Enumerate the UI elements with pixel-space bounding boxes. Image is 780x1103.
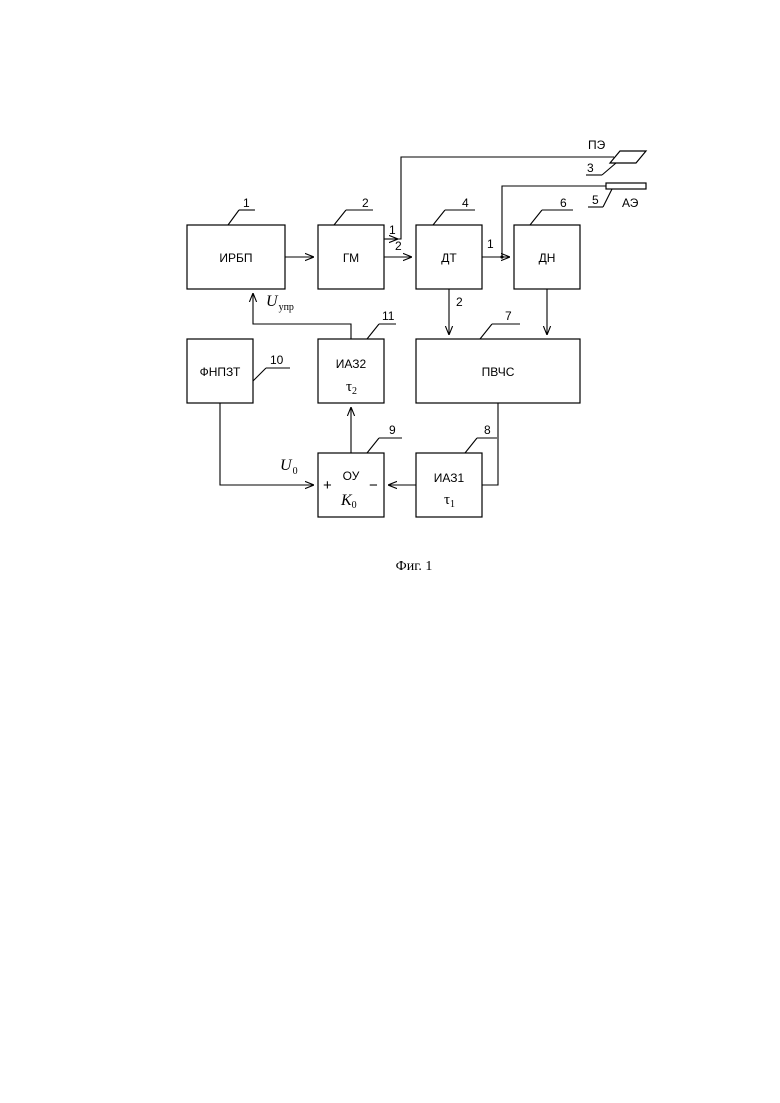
block-dn-label: ДН — [539, 251, 556, 265]
block-iaz2: ИАЗ2 τ2 11 — [318, 309, 396, 403]
wire-pvchs-to-iaz1 — [482, 403, 498, 485]
electrode-pe-label: ПЭ — [588, 138, 606, 152]
block-pvchs-label: ПВЧС — [482, 365, 515, 379]
junction-dot — [500, 255, 503, 258]
block-gm-label: ГМ — [343, 251, 359, 265]
gm-port-1-label: 1 — [389, 223, 396, 237]
gm-port-2-label: 2 — [395, 239, 402, 253]
block-pvchs: ПВЧС 7 — [416, 309, 580, 403]
block-ou-number: 9 — [389, 423, 396, 437]
block-pvchs-number: 7 — [505, 309, 512, 323]
dt-port-2-label: 2 — [456, 295, 463, 309]
block-iaz1: ИАЗ1 τ1 8 — [416, 423, 497, 517]
block-dt-number: 4 — [462, 196, 469, 210]
block-iaz1-label: ИАЗ1 — [434, 471, 465, 485]
block-irbp-label: ИРБП — [219, 251, 252, 265]
ou-minus-input: − — [369, 477, 378, 494]
dt-port-1-label: 1 — [487, 237, 494, 251]
block-iaz1-number: 8 — [484, 423, 491, 437]
block-dt-label: ДТ — [441, 251, 457, 265]
block-irbp: ИРБП 1 — [187, 196, 285, 289]
signal-u-0: U0 — [280, 457, 298, 477]
block-dt: ДТ 4 — [416, 196, 482, 289]
block-irbp-number: 1 — [243, 196, 250, 210]
block-iaz2-number: 11 — [382, 309, 395, 323]
electrode-ae: АЭ 5 — [588, 183, 646, 210]
electrode-ae-label: АЭ — [622, 196, 639, 210]
block-fnpzt: ФНПЗТ 10 — [187, 339, 290, 403]
signal-u-upr: Uупр — [266, 293, 294, 313]
block-ou-label: ОУ — [343, 469, 360, 483]
block-gm: ГМ 2 — [318, 196, 384, 289]
figure-caption: Фиг. 1 — [396, 559, 433, 574]
block-ou: ОУ K0 + − 9 — [318, 423, 402, 517]
block-iaz2-label: ИАЗ2 — [336, 357, 367, 371]
block-fnpzt-number: 10 — [270, 353, 284, 367]
block-fnpzt-label: ФНПЗТ — [200, 365, 241, 379]
electrode-pe-number: 3 — [587, 161, 594, 175]
block-dn-number: 6 — [560, 196, 567, 210]
block-dn: ДН 6 — [514, 196, 580, 289]
block-gm-number: 2 — [362, 196, 369, 210]
wire-fnpzt-to-ou — [220, 403, 314, 485]
ou-plus-input: + — [323, 477, 332, 494]
electrode-ae-number: 5 — [592, 193, 599, 207]
